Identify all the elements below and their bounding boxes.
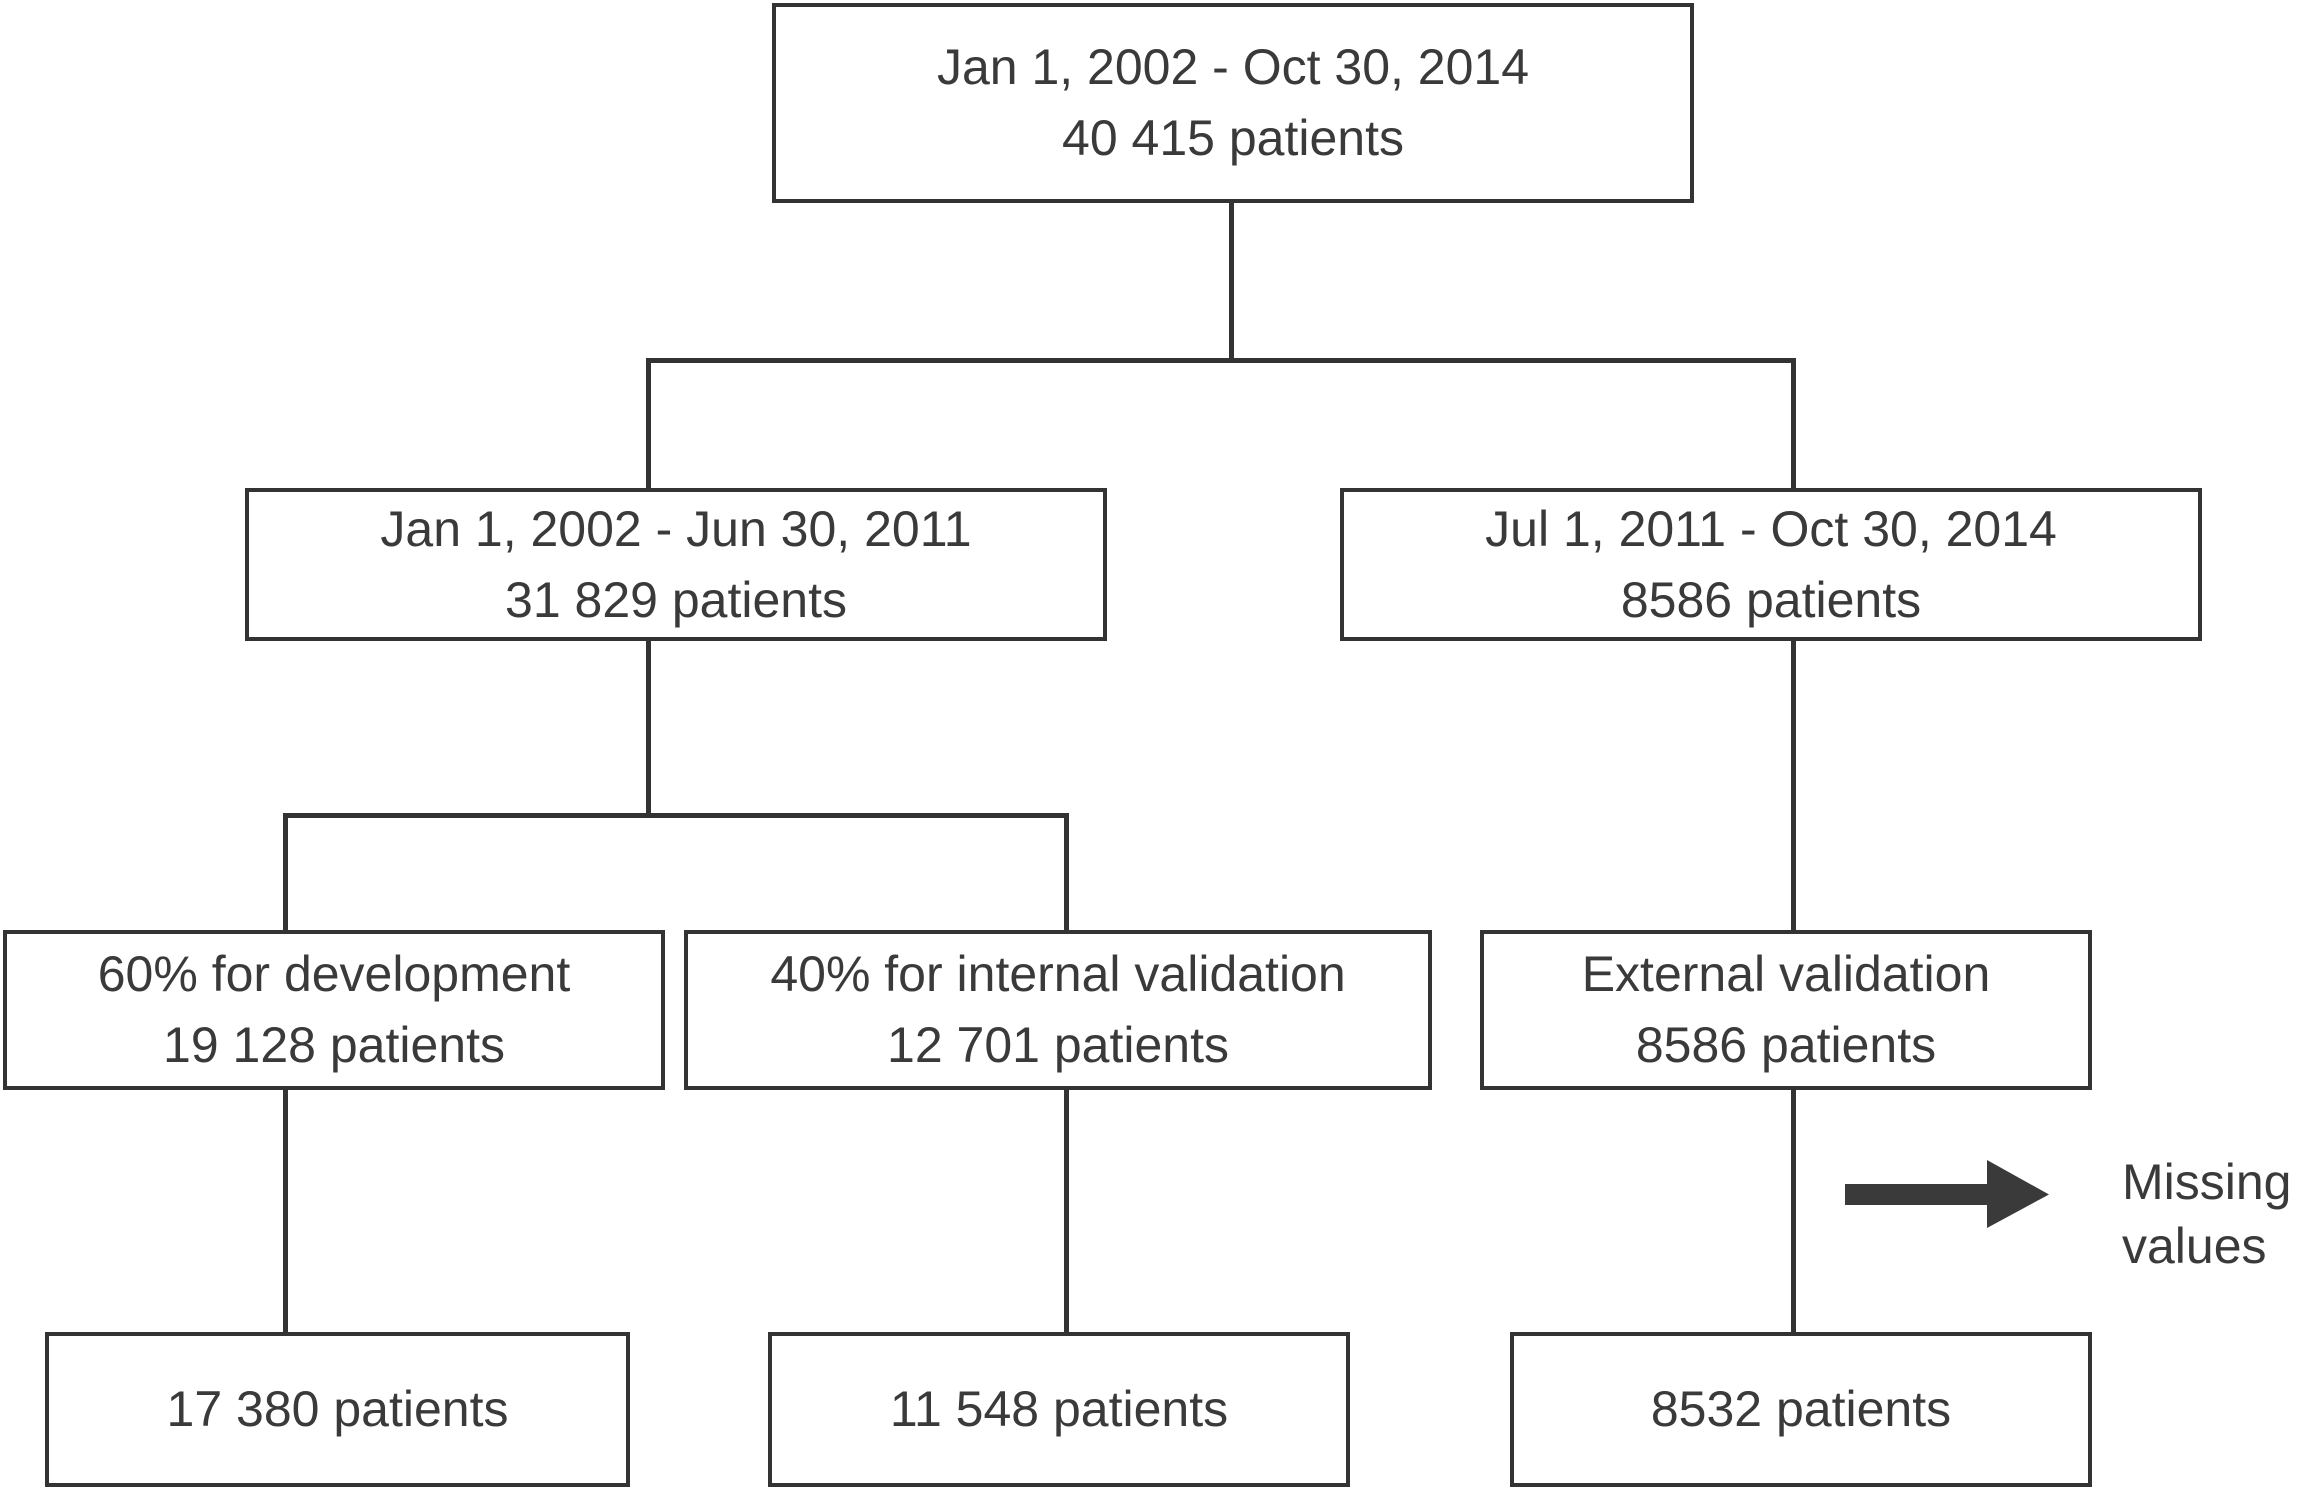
connector-external-validation-to-final <box>1791 1088 1796 1334</box>
connector-split1-to-external-period <box>1791 358 1796 490</box>
connector-internal-validation-split-to-final <box>1064 1088 1069 1334</box>
connector-split2-to-development-split <box>283 813 288 932</box>
patient-count-label: 31 829 patients <box>505 571 847 628</box>
missing-values-line1: Missing <box>2122 1154 2292 1210</box>
patient-count-label: 8586 patients <box>1620 571 1922 628</box>
connector-split1-to-development-period <box>646 358 651 490</box>
patient-count-label: 17 380 patients <box>166 1381 509 1437</box>
connector-split2-horizontal <box>283 813 1069 818</box>
split-label: 40% for internal validation <box>770 946 1346 1002</box>
patient-count-label: 11 548 patients <box>889 1381 1229 1437</box>
box-development-final-count: 17 380 patients <box>45 1332 630 1487</box>
patient-count-label: 8586 patients <box>1635 1017 1937 1073</box>
date-range-label: Jan 1, 2002 - Oct 30, 2014 <box>936 39 1530 95</box>
box-external-validation: External validation 8586 patients <box>1480 930 2092 1090</box>
connector-external-period-to-external-validation <box>1791 639 1796 932</box>
date-range-label: Jan 1, 2002 - Jun 30, 2011 <box>380 500 972 557</box>
connector-split2-to-internal-validation-split <box>1064 813 1069 932</box>
patient-count-label: 12 701 patients <box>887 1017 1229 1073</box>
box-total-cohort: Jan 1, 2002 - Oct 30, 2014 40 415 patien… <box>772 3 1694 203</box>
box-external-validation-final-count: 8532 patients <box>1510 1332 2092 1487</box>
box-external-validation-period: Jul 1, 2011 - Oct 30, 2014 8586 patients <box>1340 488 2202 641</box>
box-internal-validation-final-count: 11 548 patients <box>768 1332 1350 1487</box>
patient-count-label: 8532 patients <box>1650 1381 1952 1437</box>
split-label: 60% for development <box>97 946 571 1002</box>
patient-count-label: 40 415 patients <box>1062 110 1404 166</box>
date-range-label: Jul 1, 2011 - Oct 30, 2014 <box>1485 500 2057 557</box>
missing-values-label: Missing values <box>2122 1150 2291 1278</box>
connector-split1-horizontal <box>646 358 1796 363</box>
missing-values-arrow-icon <box>1845 1158 2050 1230</box>
connector-development-period-to-split2 <box>646 639 651 817</box>
box-development-split: 60% for development 19 128 patients <box>3 930 665 1090</box>
patient-count-label: 19 128 patients <box>163 1017 505 1073</box>
connector-total-to-split <box>1229 201 1234 361</box>
missing-values-line2: values <box>2122 1218 2267 1274</box>
connector-development-split-to-final <box>283 1088 288 1334</box>
split-label: External validation <box>1581 946 1991 1002</box>
box-internal-validation-split: 40% for internal validation 12 701 patie… <box>684 930 1432 1090</box>
box-development-period: Jan 1, 2002 - Jun 30, 2011 31 829 patien… <box>245 488 1107 641</box>
